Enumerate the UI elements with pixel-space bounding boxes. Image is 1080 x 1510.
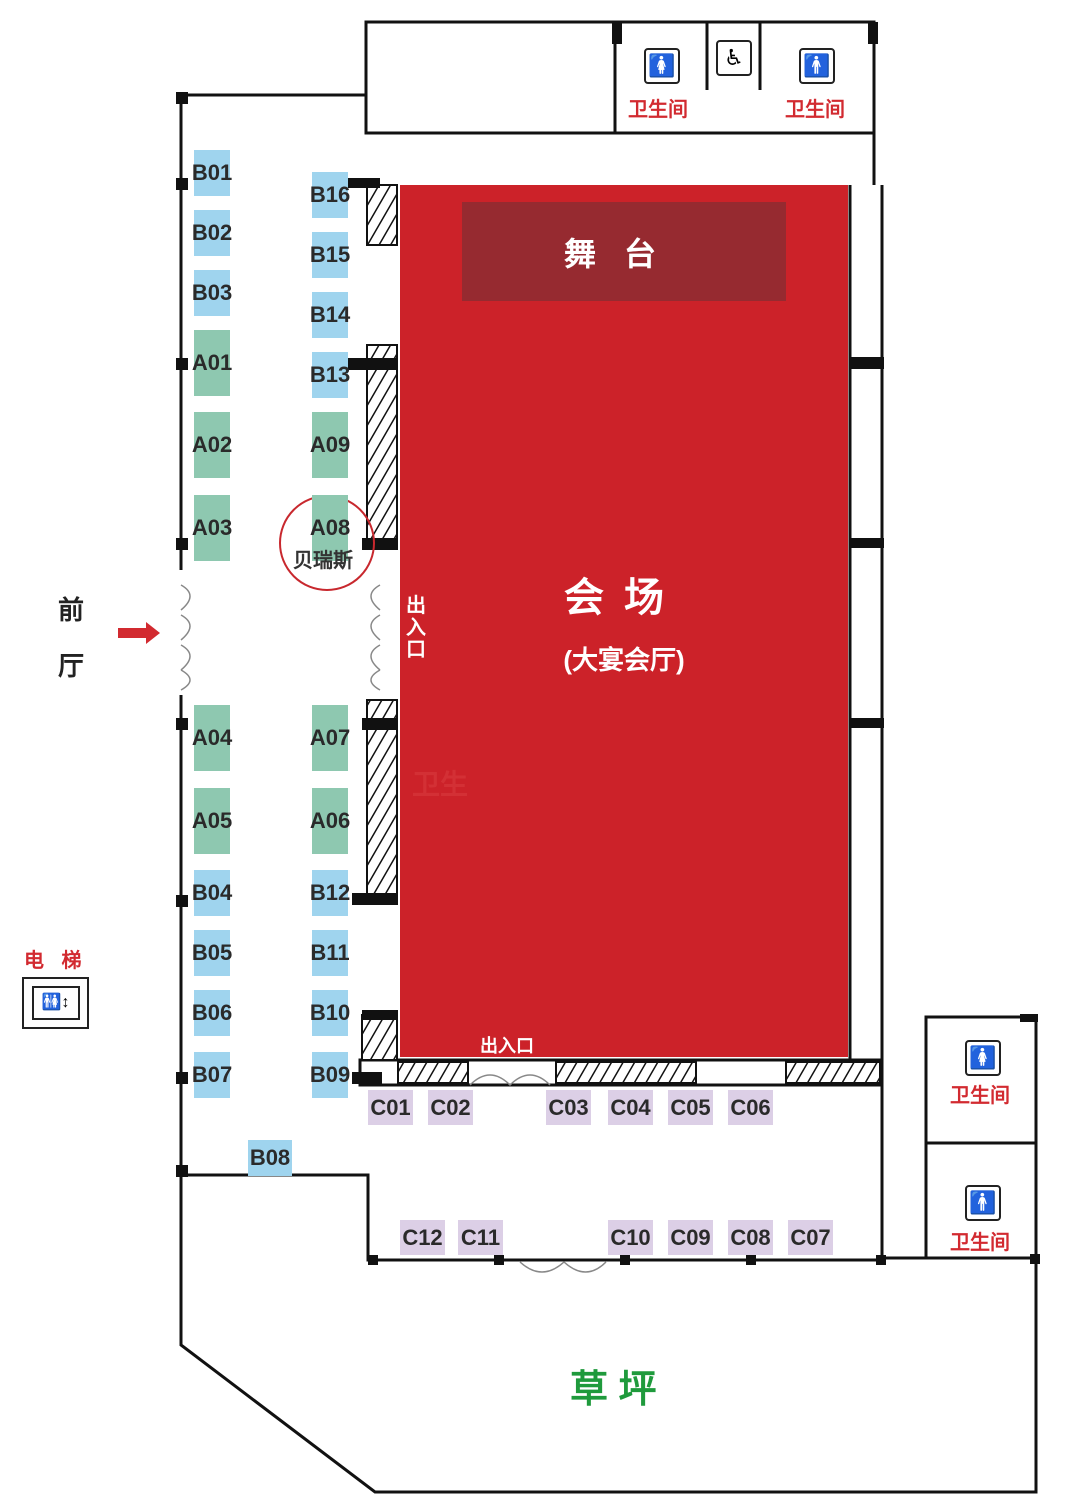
booth[interactable]: B02 — [192, 210, 232, 256]
bottom-entrance-label: 出入口 — [480, 1036, 534, 1056]
restroom-label: 卫生间 — [628, 99, 688, 121]
booth[interactable]: A01 — [192, 330, 232, 396]
booth[interactable]: C10 — [608, 1220, 653, 1255]
booth[interactable]: B12 — [310, 870, 350, 916]
female-restroom-icon: 🚺 — [965, 1040, 1001, 1076]
wheelchair-icon: ♿ — [716, 40, 752, 76]
booth[interactable]: A06 — [310, 788, 350, 854]
booth[interactable]: B05 — [192, 930, 232, 976]
booth[interactable]: C03 — [546, 1090, 591, 1125]
restroom-label: 卫生间 — [785, 99, 845, 121]
booth[interactable]: B10 — [310, 990, 350, 1036]
booth[interactable]: C02 — [428, 1090, 473, 1125]
booth[interactable]: B16 — [310, 172, 350, 218]
booth-highlighted[interactable]: A08 — [310, 495, 350, 561]
booth[interactable]: C06 — [728, 1090, 773, 1125]
male-restroom-icon: 🚹 — [799, 48, 835, 84]
booth[interactable]: C05 — [668, 1090, 713, 1125]
booth[interactable]: B03 — [192, 270, 232, 316]
vendor-label: 贝瑞斯 — [293, 550, 353, 572]
booth[interactable]: C09 — [668, 1220, 713, 1255]
booth[interactable]: A05 — [192, 788, 232, 854]
booth[interactable]: A02 — [192, 412, 232, 478]
booth[interactable]: B08 — [248, 1140, 292, 1176]
booth[interactable]: B06 — [192, 990, 232, 1036]
lawn-label: 草 坪 — [570, 1369, 657, 1411]
side-entrance-label: 出入口 — [406, 595, 426, 661]
booth[interactable]: C12 — [400, 1220, 445, 1255]
booth[interactable]: C04 — [608, 1090, 653, 1125]
booth[interactable]: A04 — [192, 705, 232, 771]
hall-name: 会场 — [564, 576, 684, 620]
booth[interactable]: B04 — [192, 870, 232, 916]
booth[interactable]: C07 — [788, 1220, 833, 1255]
female-restroom-icon: 🚺 — [644, 48, 680, 84]
booth[interactable]: A09 — [310, 412, 350, 478]
booth[interactable]: B11 — [310, 930, 350, 976]
banquet-hall: 舞台 会场 (大宴会厅) 卫生 出入口 — [400, 185, 848, 1057]
booth[interactable]: A07 — [310, 705, 350, 771]
booth[interactable]: B01 — [192, 150, 232, 196]
booth[interactable]: B14 — [310, 292, 350, 338]
hall-subtitle: (大宴会厅) — [563, 645, 685, 675]
booth[interactable]: B07 — [192, 1052, 232, 1098]
booth[interactable]: B09 — [310, 1052, 350, 1098]
elevator-label: 电 梯 — [24, 950, 88, 972]
stage: 舞台 — [462, 202, 786, 301]
restroom-label: 卫生间 — [950, 1085, 1010, 1107]
male-restroom-icon: 🚹 — [965, 1185, 1001, 1221]
arrow-icon — [118, 622, 160, 644]
elevator-icon: 🚻↕ — [22, 977, 89, 1029]
booth[interactable]: C11 — [458, 1220, 503, 1255]
booth[interactable]: C08 — [728, 1220, 773, 1255]
booth[interactable]: A03 — [192, 495, 232, 561]
booth[interactable]: B13 — [310, 352, 350, 398]
restroom-label: 卫生间 — [950, 1232, 1010, 1254]
faint-text: 卫生 — [412, 769, 469, 800]
booth[interactable]: B15 — [310, 232, 350, 278]
foyer-label-1: 前 — [58, 595, 85, 625]
foyer-label-2: 厅 — [58, 651, 85, 681]
booth[interactable]: C01 — [368, 1090, 413, 1125]
